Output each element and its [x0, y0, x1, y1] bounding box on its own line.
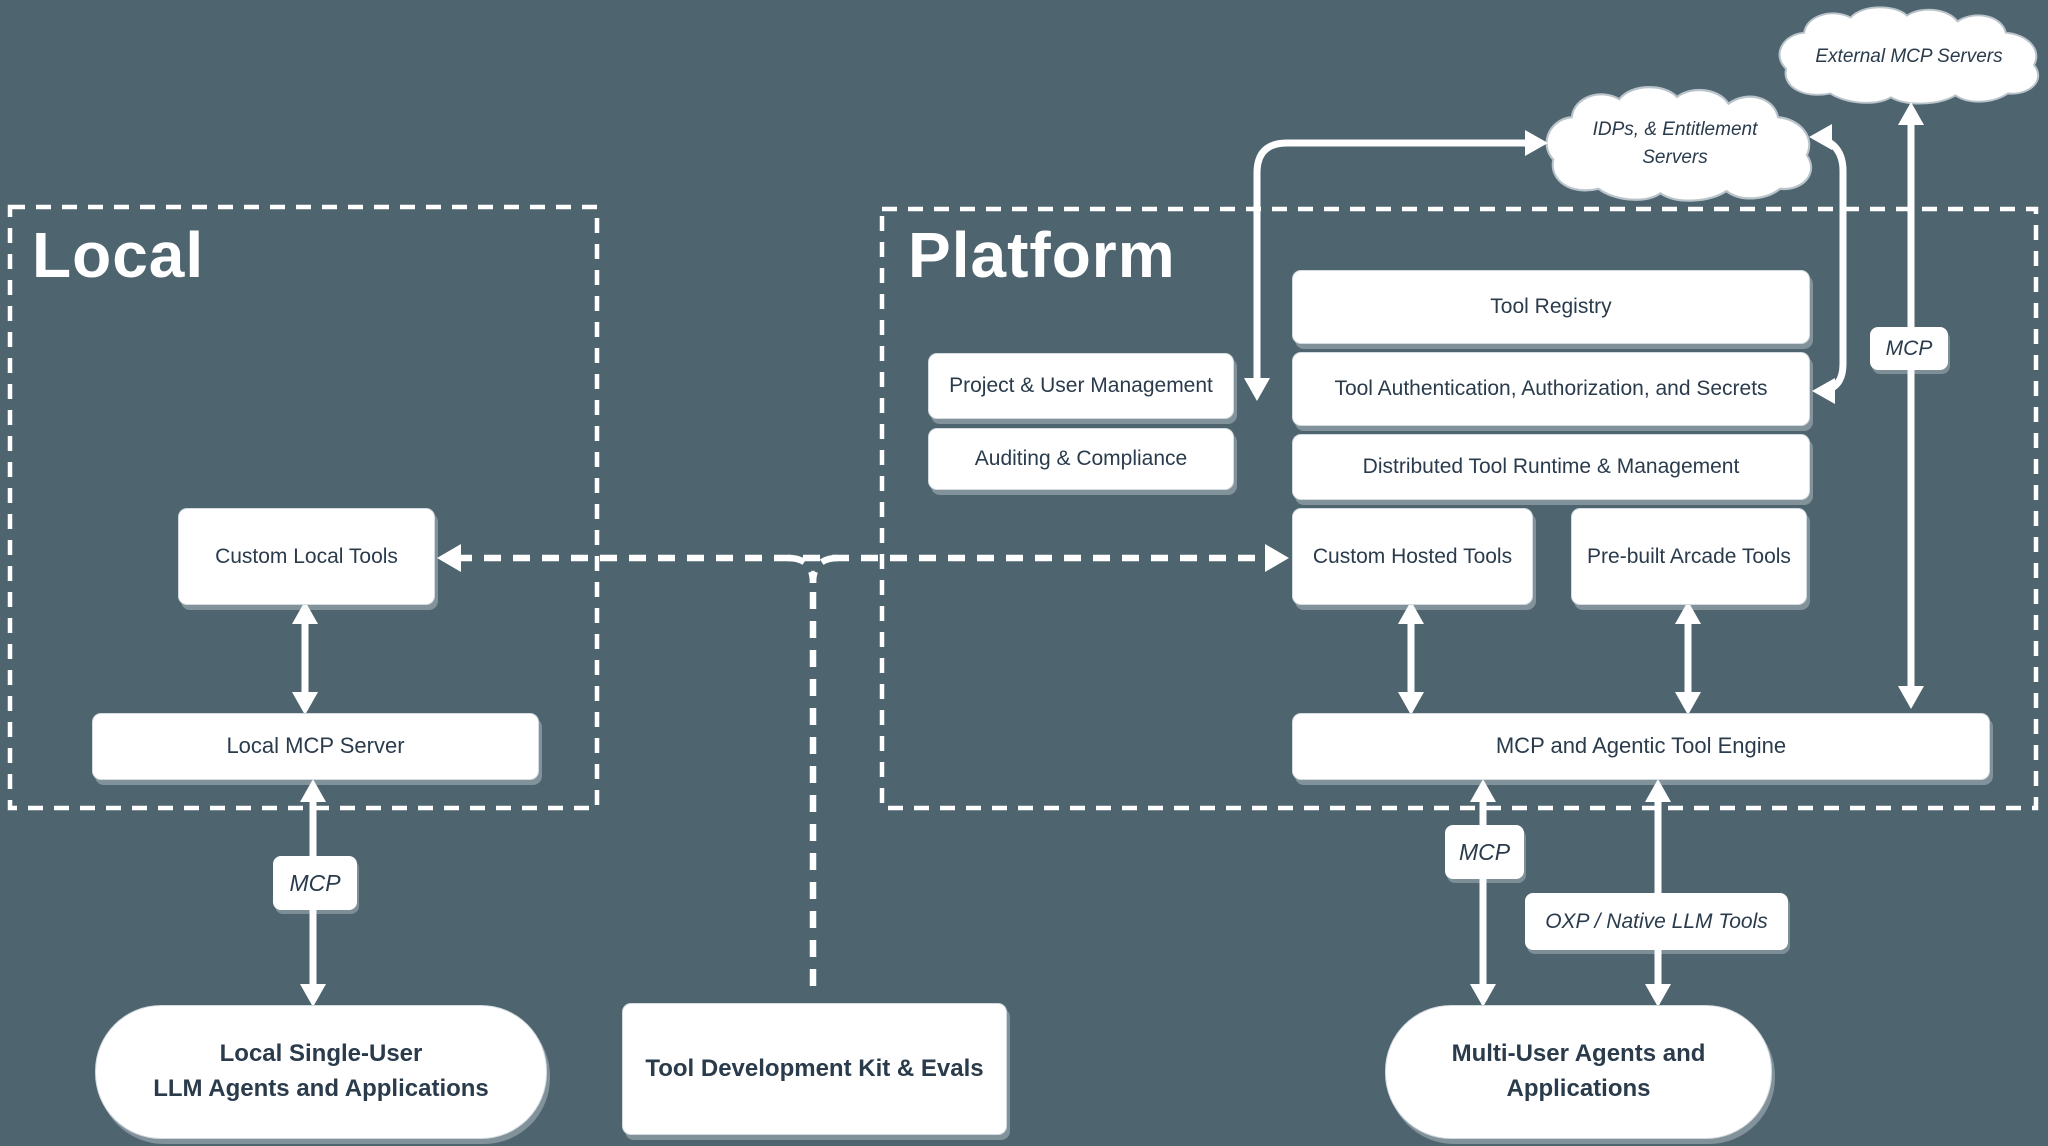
node-multi-user-agents: Multi-User Agents and Applications	[1385, 1005, 1772, 1139]
arrow-tool-auth-to-idp-cloud	[1809, 124, 1847, 404]
node-prebuilt-arcade-tools: Pre-built Arcade Tools	[1571, 508, 1807, 605]
node-tool-registry: Tool Registry	[1292, 270, 1810, 344]
arrow-engine-to-multiuser-mcp	[1470, 779, 1496, 1007]
node-auditing-compliance: Auditing & Compliance	[928, 428, 1234, 490]
arrow-engine-to-multiuser-oxp	[1645, 779, 1671, 1007]
arrow-hosted-tools-to-engine	[1398, 601, 1424, 715]
node-tool-auth: Tool Authentication, Authorization, and …	[1292, 352, 1810, 426]
node-mcp-engine: MCP and Agentic Tool Engine	[1292, 713, 1990, 780]
node-local-agents: Local Single-User LLM Agents and Applica…	[95, 1005, 547, 1139]
local-region-title: Local	[32, 219, 205, 291]
edge-label-oxp: OXP / Native LLM Tools	[1525, 893, 1788, 950]
node-project-user-mgmt: Project & User Management	[928, 353, 1234, 419]
arrow-local-tools-to-hosted-tools	[455, 554, 1272, 998]
idp-cloud-label: IDPs, & Entitlement Servers	[1592, 118, 1758, 169]
node-custom-hosted-tools: Custom Hosted Tools	[1292, 508, 1533, 605]
external-mcp-cloud-label: External MCP Servers	[1815, 45, 2003, 67]
edge-label-mcp-external: MCP	[1870, 327, 1948, 370]
arrow-arcade-tools-to-engine	[1675, 601, 1701, 715]
dashed-arrowhead-right	[1265, 544, 1289, 572]
node-local-mcp-server: Local MCP Server	[92, 713, 539, 780]
arrow-external-cloud-to-engine	[1898, 102, 1924, 709]
node-tool-runtime: Distributed Tool Runtime & Management	[1292, 434, 1810, 500]
arrow-project-mgmt-to-idp-cloud	[1244, 130, 1548, 401]
local-region-border	[7, 204, 600, 811]
arrow-custom-local-to-server	[292, 601, 318, 715]
platform-region-title: Platform	[908, 219, 1176, 291]
edge-label-mcp-local: MCP	[273, 856, 357, 910]
edge-label-mcp-platform: MCP	[1445, 825, 1524, 879]
node-tool-dev-kit: Tool Development Kit & Evals	[622, 1003, 1007, 1135]
dashed-arrowhead-left	[437, 544, 461, 572]
node-custom-local-tools: Custom Local Tools	[178, 508, 435, 605]
platform-region-border	[879, 206, 2039, 811]
